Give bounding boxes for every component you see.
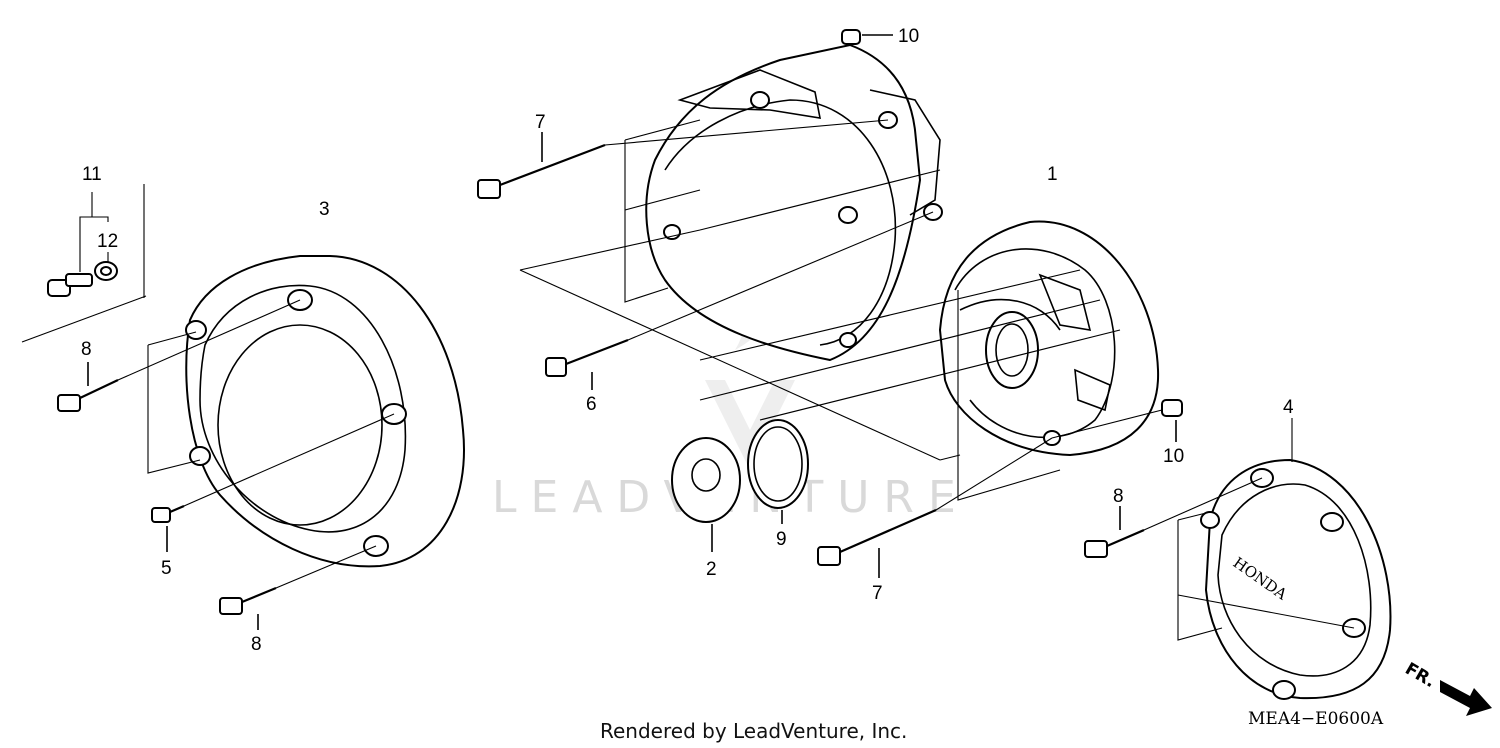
callout-7-upper: 7 (535, 112, 546, 133)
bolt-7-lower (817, 437, 1053, 578)
callout-3: 3 (319, 199, 330, 220)
bolt-7-upper (477, 119, 889, 199)
callout-9: 9 (776, 529, 787, 550)
front-cover-1 (938, 220, 1160, 457)
dowel-pin-10-right (1051, 399, 1183, 442)
bolt-8-upper-left (57, 299, 301, 412)
front-direction-indicator: FR. (1402, 659, 1492, 716)
bolt-8-right (1084, 477, 1263, 558)
callout-8-lower-left: 8 (251, 634, 262, 655)
clip-part-11 (47, 273, 93, 297)
callout-10-right: 10 (1163, 446, 1184, 467)
callout-4: 4 (1283, 397, 1294, 418)
callout-8-upper-left: 8 (81, 339, 92, 360)
callout-11: 11 (82, 164, 102, 185)
callout-10-upper: 10 (898, 26, 919, 47)
bolt-5 (151, 413, 395, 552)
callout-8-right: 8 (1113, 486, 1124, 507)
diagram-code: MEA4−E0600A (1248, 709, 1384, 729)
left-crankcase-cover-3 (147, 255, 465, 568)
callout-5: 5 (161, 558, 172, 579)
footer-credit: Rendered by LeadVenture, Inc. (600, 719, 907, 743)
o-ring-9 (747, 419, 809, 524)
assembly-guide-lines (519, 119, 1121, 501)
front-indicator-label: FR. (1402, 659, 1439, 692)
grommet-part-12 (94, 261, 118, 281)
clip-assembly (21, 184, 147, 343)
dowel-pin-10-upper (841, 29, 893, 45)
bolt-6 (545, 211, 934, 390)
timing-hole-cap-2 (671, 437, 741, 552)
callout-7-lower: 7 (872, 583, 883, 604)
callout-labels: 11 12 3 8 5 8 7 6 10 1 2 9 7 10 8 4 (81, 26, 1294, 655)
bolt-8-lower-left (219, 545, 377, 630)
callout-12: 12 (97, 231, 118, 252)
callout-1: 1 (1047, 164, 1058, 185)
callout-6: 6 (586, 394, 597, 415)
right-cover-4: HONDA (1177, 418, 1392, 700)
callout-2: 2 (706, 559, 717, 580)
